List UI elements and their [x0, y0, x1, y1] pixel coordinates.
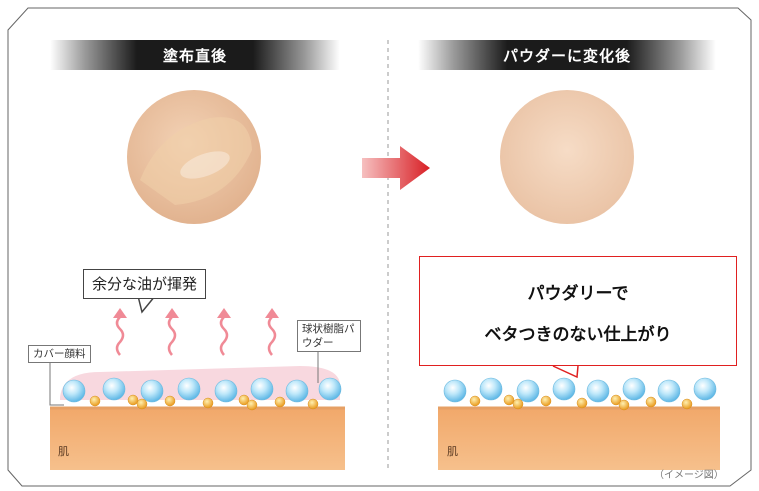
header-after: パウダーに変化後	[418, 40, 716, 70]
label-cover-pigment: カバー顔料	[28, 345, 91, 363]
result-pointer	[552, 365, 579, 379]
skin-block-right	[438, 408, 720, 470]
callout-oil-evaporates: 余分な油が揮発	[83, 269, 207, 299]
swatch-before-shine	[140, 117, 252, 205]
frame-border	[7, 7, 752, 487]
particles-right	[443, 377, 717, 411]
skin-block-left	[50, 408, 345, 470]
result-callout: パウダリーで ベタつきのない仕上がり	[419, 256, 737, 366]
label-spherical-powder: 球状樹脂パウダー	[297, 320, 361, 352]
result-line-2: ベタつきのない仕上がり	[484, 325, 672, 345]
particles-left	[62, 377, 342, 411]
result-line-1: パウダリーで	[527, 284, 629, 304]
vapor-arrows	[115, 316, 277, 356]
label-skin-right: 肌	[447, 445, 458, 458]
header-before: 塗布直後	[50, 40, 340, 70]
swatch-after	[500, 90, 634, 224]
label-skin-left: 肌	[58, 445, 69, 458]
image-note: （イメージ図）	[654, 470, 724, 481]
transition-arrow	[362, 146, 430, 190]
